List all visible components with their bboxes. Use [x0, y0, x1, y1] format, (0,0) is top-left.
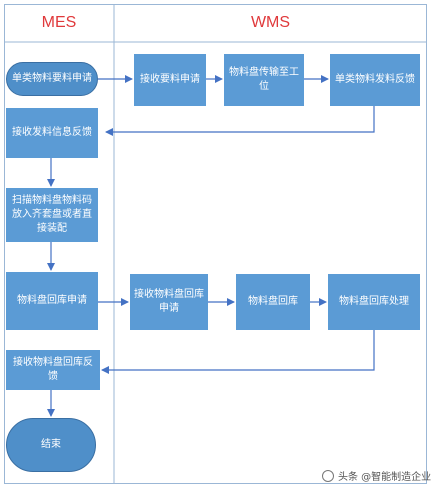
process-receive-return-request: 接收物料盘回库申请 — [130, 274, 208, 330]
end-node: 结束 — [6, 418, 96, 472]
lane-title-wms: WMS — [250, 14, 291, 31]
process-receive-return-feedback: 接收物料盘回库反馈 — [6, 350, 100, 390]
process-scan-tray: 扫描物料盘物料码 放入齐套盘或者直接装配 — [6, 188, 98, 242]
process-return-request: 物料盘回库申请 — [6, 272, 98, 330]
arrow-n4-n5 — [105, 106, 375, 136]
process-tray-return: 物料盘回库 — [236, 274, 310, 330]
lane-title-mes: MES — [41, 14, 77, 31]
process-receive-dispatch-info: 接收发料信息反馈 — [6, 108, 98, 158]
process-tray-transfer: 物料盘传输至工位 — [224, 54, 304, 106]
swimlane-frame — [4, 4, 427, 484]
watermark: 头条 @智能制造企业 — [322, 468, 431, 483]
process-return-handling: 物料盘回库处理 — [328, 274, 420, 330]
watermark-text: 头条 @智能制造企业 — [338, 472, 432, 483]
start-node: 单类物料要料申请 — [6, 62, 98, 96]
watermark-logo-icon — [322, 469, 334, 482]
process-receive-request: 接收要料申请 — [134, 54, 206, 106]
process-dispatch-feedback: 单类物料发料反馈 — [330, 54, 420, 106]
arrow-n10-n11 — [101, 330, 375, 374]
